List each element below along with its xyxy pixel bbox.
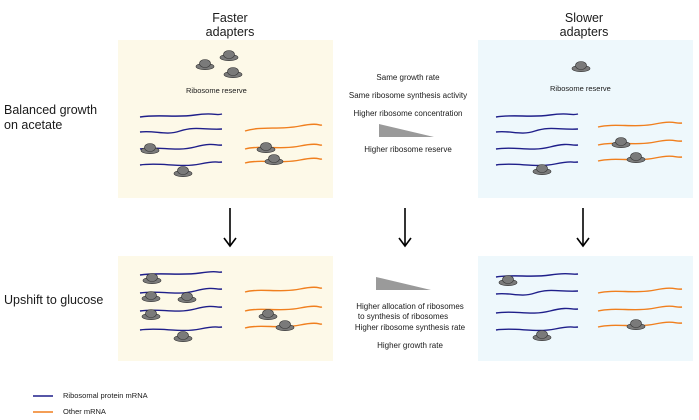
row-label-line: on acetate <box>4 118 63 132</box>
ribosomal-mrna-group <box>139 113 223 167</box>
middle-higher-ribosome-reserve: Higher ribosome reserve <box>364 145 452 154</box>
column-title-line: Slower <box>564 11 604 25</box>
middle-higher-ribosome-concentration: Higher ribosome concentration <box>353 109 463 118</box>
wedge-bottom <box>376 277 431 290</box>
row-label-line: Upshift to glucose <box>4 293 104 307</box>
other-mrna-group <box>244 286 323 329</box>
ribosome-reserve-label-faster: Ribosome reserve <box>186 86 247 95</box>
panel-faster-balanced <box>118 40 333 198</box>
ribosomal-mrna-group <box>495 272 579 332</box>
column-title-slower: Slower adapters <box>524 11 644 39</box>
arrow-faster <box>223 208 237 248</box>
middle-same-growth-rate: Same growth rate <box>376 73 440 82</box>
row-label-upshift: Upshift to glucose <box>4 293 103 308</box>
middle-higher-growth-rate: Higher growth rate <box>377 341 443 350</box>
ribosomal-mrna-group <box>139 270 223 332</box>
wedge-top <box>379 124 434 137</box>
column-title-faster: Faster adapters <box>170 11 290 39</box>
row-label-balanced: Balanced growth on acetate <box>4 103 97 133</box>
middle-same-synthesis-activity: Same ribosome synthesis activity <box>348 91 468 100</box>
middle-allocation-line: Higher allocation of ribosomes <box>356 302 464 311</box>
column-title-line: Faster <box>212 11 248 25</box>
middle-allocation-line: to synthesis of ribosomes <box>357 312 449 321</box>
row-label-line: Balanced growth <box>4 103 98 117</box>
panel-slower-upshift <box>478 256 693 361</box>
legend-ribosomal-label: Ribosomal protein mRNA <box>63 391 148 400</box>
ribosomal-mrna-group <box>495 113 579 167</box>
arrow-slower <box>576 208 590 248</box>
middle-higher-allocation: Higher allocation of ribosomes to synthe… <box>325 302 495 322</box>
column-title-line: adapters <box>205 25 255 39</box>
arrow-middle <box>398 208 412 248</box>
middle-higher-synthesis-rate: Higher ribosome synthesis rate <box>354 323 466 332</box>
legend-other-label: Other mRNA <box>63 407 106 416</box>
ribosome-reserve-label-slower: Ribosome reserve <box>550 84 611 93</box>
column-title-line: adapters <box>559 25 609 39</box>
other-mrna-group <box>597 287 683 328</box>
